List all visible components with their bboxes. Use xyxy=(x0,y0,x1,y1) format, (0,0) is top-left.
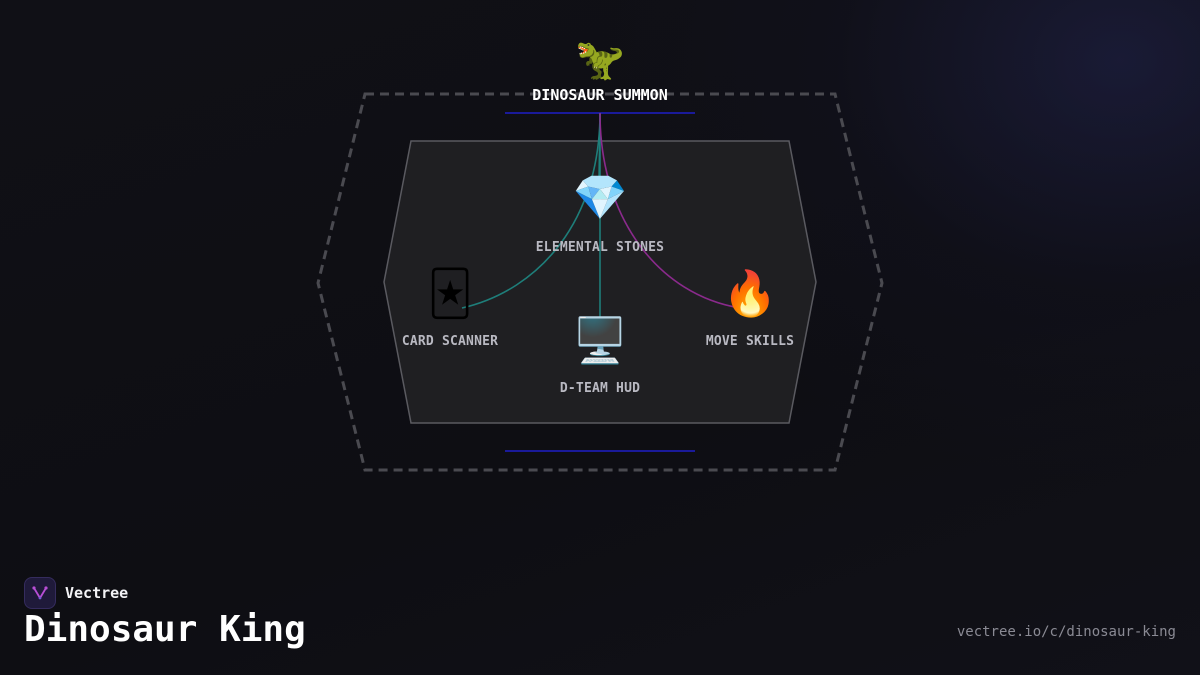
vectree-logo-icon xyxy=(24,577,56,609)
fire-icon: 🔥 xyxy=(723,269,778,320)
node-elemental-stones[interactable]: 💎 ELEMENTAL STONES xyxy=(536,173,664,256)
page-url[interactable]: vectree.io/c/dinosaur-king xyxy=(956,624,1176,640)
edges xyxy=(461,112,741,318)
edge-move-skills xyxy=(599,112,741,309)
edge-card-scanner xyxy=(461,112,601,309)
root-label: DINOSAUR SUMMON xyxy=(532,86,667,104)
node-label-card-scanner: CARD SCANNER xyxy=(402,334,498,349)
gem-icon: 💎 xyxy=(573,173,628,224)
node-label-move-skills: MOVE SKILLS xyxy=(706,334,794,349)
joker-card-icon: 🃏 xyxy=(427,268,472,320)
node-move-skills[interactable]: 🔥 MOVE SKILLS xyxy=(706,269,794,350)
dinosaur-icon: 🦖 xyxy=(575,37,625,83)
root-node[interactable]: 🦖 DINOSAUR SUMMON xyxy=(532,37,667,104)
page-title: Dinosaur King xyxy=(24,609,306,650)
outer-frame xyxy=(316,92,884,472)
desktop-computer-icon: 🖥️ xyxy=(573,316,628,367)
brand-name: Vectree xyxy=(65,584,129,602)
node-label-d-team-hud: D-TEAM HUD xyxy=(560,381,640,396)
brand[interactable]: Vectree xyxy=(24,577,128,609)
vectree-logo-glyph xyxy=(32,586,48,600)
node-card-scanner[interactable]: 🃏 CARD SCANNER xyxy=(402,268,498,350)
node-label-elemental-stones: ELEMENTAL STONES xyxy=(536,240,664,255)
node-d-team-hud[interactable]: 🖥️ D-TEAM HUD xyxy=(560,316,640,397)
